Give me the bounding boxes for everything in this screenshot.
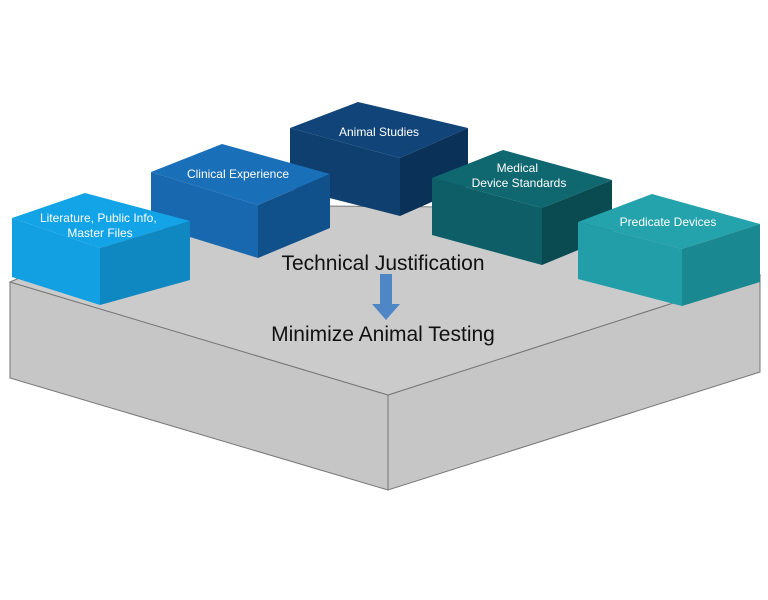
down-arrow-icon	[372, 274, 400, 320]
block-medical-device-standards: Medical Device Standards	[432, 150, 612, 265]
down-arrow-head	[372, 304, 400, 320]
block-predicate-devices: Predicate Devices	[578, 194, 760, 306]
block-clinical-experience-top	[151, 144, 330, 205]
block-predicate-devices-top	[578, 194, 760, 249]
block-clinical-experience-front	[151, 172, 258, 258]
block-animal-studies-right	[400, 128, 468, 216]
block-literature-public-info-front	[12, 218, 100, 305]
block-medical-device-standards-right	[542, 180, 612, 265]
down-arrow-shaft	[380, 274, 392, 306]
block-predicate-devices-label: Predicate Devices	[620, 215, 717, 229]
block-medical-device-standards-front	[432, 178, 542, 265]
block-predicate-devices-right	[682, 224, 760, 306]
block-animal-studies-top	[290, 102, 468, 158]
block-animal-studies-label: Animal Studies	[339, 125, 419, 139]
block-literature-public-info-top	[12, 193, 190, 248]
block-literature-public-info: Literature, Public Info, Master Files	[12, 193, 190, 305]
block-literature-public-info-label: Literature, Public Info, Master Files	[40, 211, 160, 240]
block-predicate-devices-front	[578, 222, 682, 306]
block-clinical-experience-right	[258, 174, 330, 258]
block-medical-device-standards-top	[432, 150, 612, 208]
technical-justification-text: Technical Justification	[281, 252, 484, 275]
block-medical-device-standards-label: Medical Device Standards	[472, 161, 567, 190]
block-clinical-experience-label: Clinical Experience	[187, 167, 289, 181]
minimize-animal-testing-text: Minimize Animal Testing	[271, 323, 495, 346]
block-clinical-experience: Clinical Experience	[151, 144, 330, 258]
block-literature-public-info-right	[100, 221, 190, 305]
